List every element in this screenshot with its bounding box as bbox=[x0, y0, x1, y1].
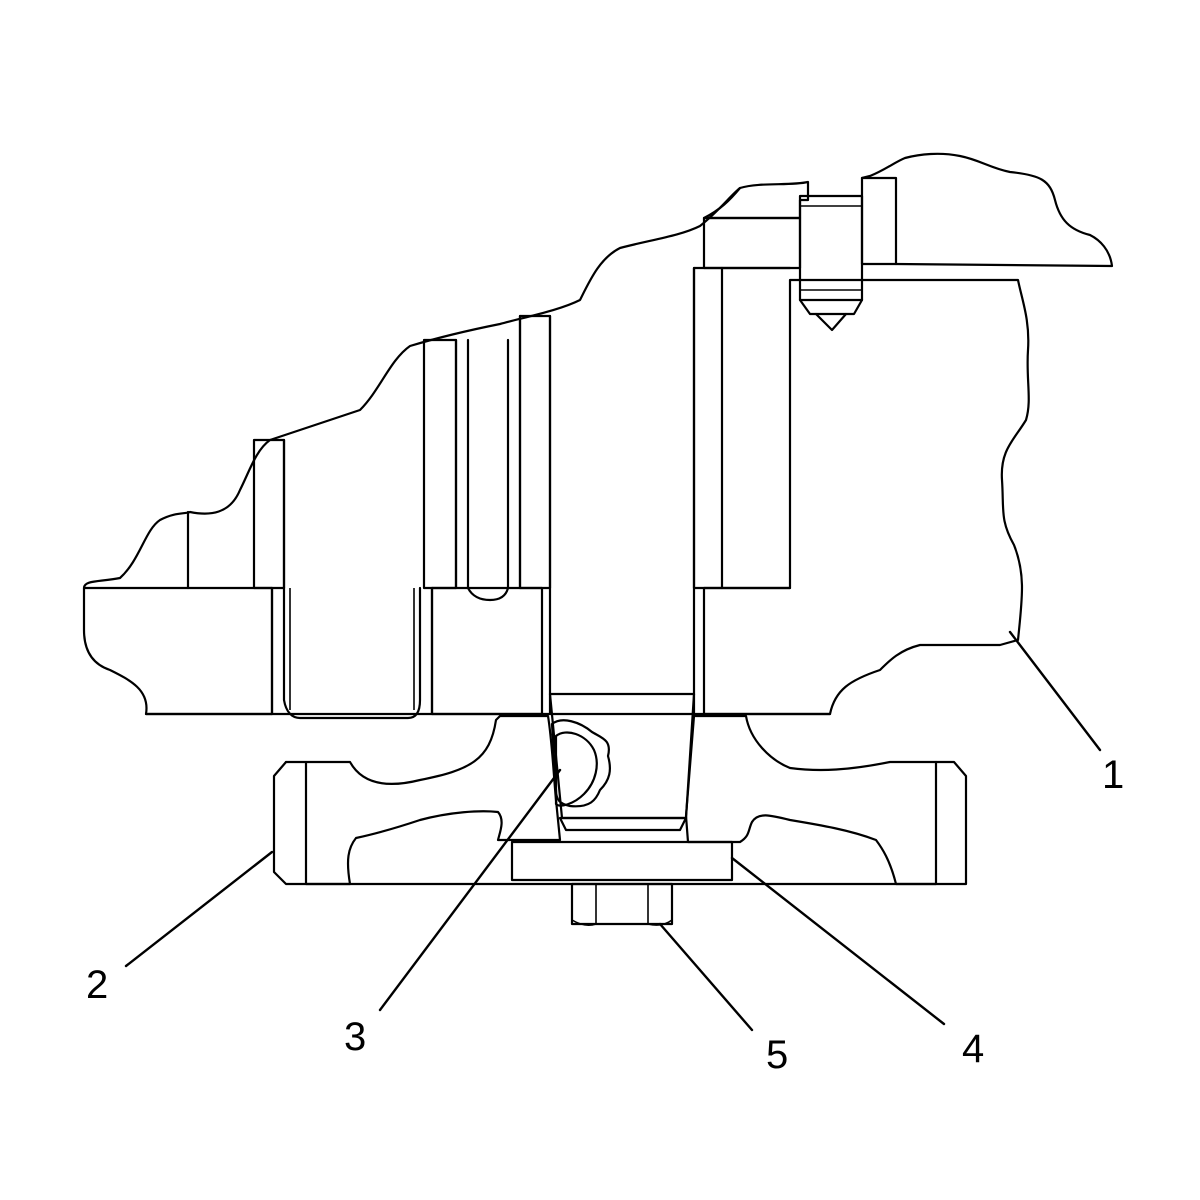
callout-1: 1 bbox=[1102, 753, 1124, 797]
leader-5 bbox=[658, 922, 754, 1032]
leader-2 bbox=[124, 850, 274, 968]
callout-2: 2 bbox=[86, 963, 108, 1007]
housing-middle-block bbox=[430, 586, 544, 716]
callout-5: 5 bbox=[766, 1033, 788, 1077]
housing-top-right-block bbox=[860, 176, 898, 266]
callout-3: 3 bbox=[344, 1015, 366, 1059]
bore-stud-left bbox=[270, 586, 434, 720]
pin-tip bbox=[798, 298, 864, 316]
leader-1 bbox=[1008, 630, 1102, 752]
wheel-right-rim bbox=[684, 714, 938, 886]
shaft-end bbox=[548, 692, 696, 832]
nut-part-5 bbox=[570, 882, 674, 926]
wheel-outer-outline bbox=[272, 760, 968, 886]
housing-left-flange bbox=[82, 586, 274, 716]
wheel-left-rim bbox=[284, 714, 562, 886]
housing-bores bbox=[144, 266, 832, 720]
nut-body bbox=[570, 882, 674, 926]
shaft-taper bbox=[548, 692, 696, 820]
bore-shaft bbox=[548, 266, 696, 716]
bore-channel-mid bbox=[454, 314, 522, 590]
callout-4: 4 bbox=[962, 1027, 984, 1071]
key-part-3 bbox=[550, 719, 611, 808]
housing-sleeve-strip-a bbox=[252, 438, 286, 590]
callout-labels: 1 2 3 4 5 bbox=[86, 753, 1124, 1077]
dowel-pin bbox=[798, 194, 864, 332]
housing-top-block-cap bbox=[702, 180, 810, 220]
housing-sleeve-strip-b bbox=[422, 338, 458, 590]
bore-channel-mid-bottom bbox=[466, 586, 510, 602]
washer-part-4 bbox=[510, 840, 734, 882]
housing-top-block bbox=[702, 216, 802, 270]
leader-lines bbox=[124, 630, 1102, 1032]
leader-3 bbox=[378, 768, 562, 1012]
housing-upper-plate bbox=[860, 152, 1114, 268]
shaft-end-cap bbox=[558, 816, 688, 832]
handwheel-part-2 bbox=[272, 714, 968, 886]
pin-body bbox=[798, 194, 864, 302]
housing-part-1 bbox=[82, 152, 1114, 716]
key-body bbox=[554, 731, 598, 807]
bore-channel-right bbox=[720, 266, 792, 590]
housing-sleeve-strip-d bbox=[692, 266, 724, 590]
section-break-line bbox=[82, 186, 742, 590]
housing-right-block bbox=[702, 278, 1030, 716]
housing-sleeve-strip-c bbox=[518, 314, 552, 590]
leader-4 bbox=[730, 856, 946, 1026]
